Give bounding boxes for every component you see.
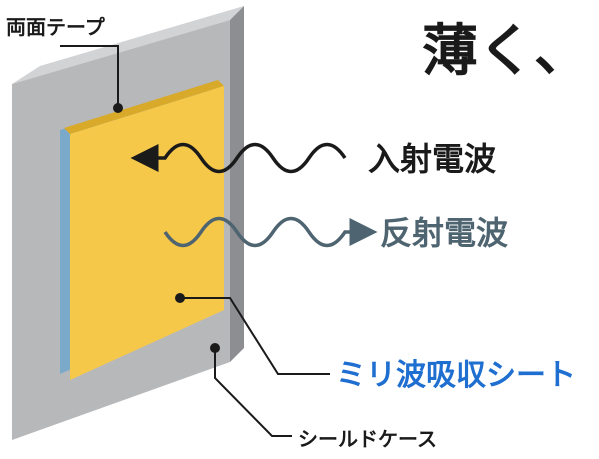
case-leader [214,348,292,437]
label-reflected-wave: 反射電波 [380,214,508,252]
tape-leader [60,45,119,106]
shield-case-top [12,6,244,84]
shield-case-side [230,6,244,362]
sheet-leader [180,297,330,375]
sheet-dot [175,293,185,303]
absorber-sheet-face [70,86,224,380]
label-absorber-sheet: ミリ波吸収シート [336,358,576,393]
label-incident-wave: 入射電波 [368,140,496,178]
label-shield-case: シールドケース [298,427,437,451]
leader-lines [60,45,330,437]
tape-dot [113,103,123,113]
label-double-sided-tape: 両面テープ [6,15,106,39]
case-dot [210,343,220,353]
leader-dots [113,103,220,353]
absorber-sheet [64,80,224,380]
incident-wave [130,142,347,174]
reflected-wave [163,216,378,248]
title-text: 薄く、 [422,19,590,84]
absorber-sheet-edge [64,80,224,134]
